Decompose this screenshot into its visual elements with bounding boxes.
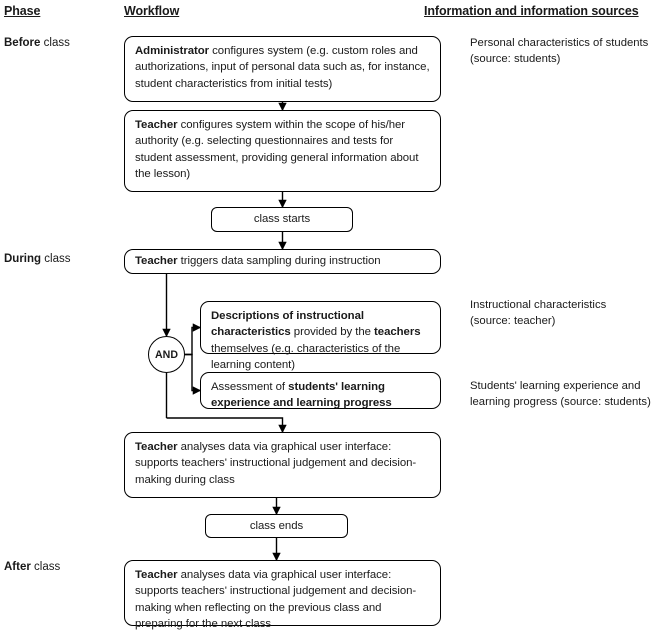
info-note-learning-experience: Students' learning experience and learni… (470, 380, 651, 408)
node-teacher-analyses-during-lead: Teacher (135, 441, 178, 453)
column-header-information: Information and information sources (424, 4, 639, 18)
node-class-starts[interactable]: class starts (211, 207, 353, 232)
node-teacher-triggers-inner: Teacher triggers data sampling during in… (135, 253, 381, 269)
info-note-instructional-characteristics: Instructional characteristics (source: t… (470, 299, 607, 327)
node-teacher-analyses-after-class[interactable]: Teacher analyses data via graphical user… (124, 560, 441, 630)
node-assessment-lead: students' learning experience and learni… (211, 381, 392, 410)
phase-before-bold: Before (4, 37, 41, 49)
node-teacher-analyses-after-text: analyses data via graphical user interfa… (135, 569, 417, 630)
phase-before-rest: class (40, 37, 70, 49)
phase-after-bold: After (4, 561, 31, 573)
node-descriptions-mid: provided by the (290, 326, 375, 339)
arrow-and-to-assessment (185, 353, 202, 395)
node-administrator-configures[interactable]: Administrator configures system (e.g. cu… (124, 36, 441, 102)
phase-label-before: Before class (4, 37, 70, 49)
node-class-starts-label: class starts (253, 213, 311, 226)
node-class-ends[interactable]: class ends (205, 514, 348, 538)
info-note-personal-characteristics: Personal characteristics of students (so… (470, 37, 649, 65)
node-administrator-lead: Administrator (135, 45, 210, 57)
node-teacher-analyses-after-lead: Teacher (135, 569, 178, 581)
node-teacher-triggers-sampling[interactable]: Teacher triggers data sampling during in… (124, 249, 441, 274)
node-assessment-pre: Assessment of (211, 381, 289, 393)
arrow-and-to-descriptions (185, 323, 202, 356)
node-descriptions-instructional-characteristics[interactable]: Descriptions of instructional characteri… (200, 301, 441, 371)
and-gate[interactable]: AND (148, 336, 185, 373)
node-descriptions-lead: Descriptions of instructional characteri… (211, 310, 364, 339)
phase-during-bold: During (4, 253, 42, 265)
node-teacher-analyses-during-class[interactable]: Teacher analyses data via graphical user… (124, 432, 441, 498)
node-teacher-triggers-lead: Teacher (135, 255, 178, 268)
and-gate-label: AND (155, 348, 178, 361)
node-assessment-learning-experience[interactable]: Assessment of students' learning experie… (200, 372, 441, 409)
phase-label-after: After class (4, 561, 60, 573)
node-teacher-triggers-text: triggers data sampling during instructio… (177, 255, 381, 268)
node-class-ends-label: class ends (249, 519, 304, 532)
node-descriptions-lead2: teachers (374, 326, 421, 339)
phase-label-during: During class (4, 253, 70, 265)
node-teacher-analyses-during-text: analyses data via graphical user interfa… (135, 441, 417, 486)
arrow-and-to-teacher-analyses-during (166, 417, 287, 434)
node-teacher-configures-text: configures system within the scope of hi… (135, 119, 419, 181)
phase-after-rest: class (30, 561, 61, 573)
node-administrator-text: configures system (e.g. custom roles and… (135, 45, 430, 90)
node-teacher-configures[interactable]: Teacher configures system within the sco… (124, 110, 441, 192)
column-header-workflow: Workflow (124, 4, 180, 18)
node-teacher-configures-lead: Teacher (135, 119, 178, 131)
column-header-phase: Phase (4, 4, 41, 18)
node-descriptions-text: themselves (e.g. characteristics of the … (211, 342, 401, 372)
phase-during-rest: class (41, 253, 71, 265)
